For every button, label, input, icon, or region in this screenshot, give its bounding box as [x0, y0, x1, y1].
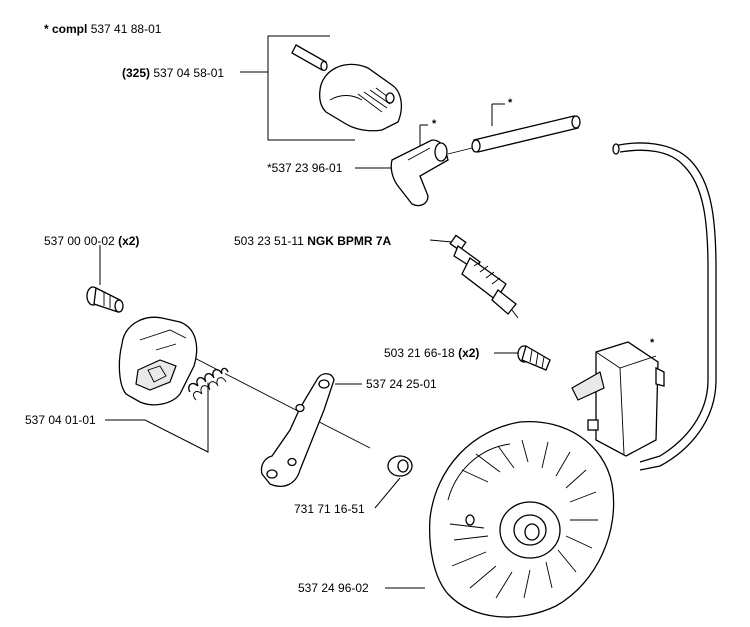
header-number: 537 41 88-01	[90, 22, 162, 36]
washer-part	[387, 455, 413, 477]
washer-label: 731 71 16-51	[294, 502, 365, 516]
washer-number: 731 71 16-51	[294, 502, 365, 516]
screw-pawl-number: 537 00 00-02	[44, 234, 115, 248]
ignition-module-marker: *	[650, 337, 655, 349]
spark-plug-label: 503 23 51-11 NGK BPMR 7A	[234, 234, 391, 248]
flywheel-part	[428, 420, 615, 618]
cap-label: (325) 537 04 58-01	[122, 66, 224, 80]
pawl-part	[118, 316, 198, 406]
header-label: * compl 537 41 88-01	[44, 22, 161, 36]
ht-lead-sleeve-part	[447, 115, 581, 155]
header-marker: * compl	[44, 22, 88, 36]
boot-part	[390, 139, 449, 207]
spark-plug-part	[449, 234, 519, 319]
cap-prefix: (325)	[122, 66, 151, 80]
screw-module-suffix: (x2)	[458, 346, 480, 360]
boot-label: *537 23 96-01	[267, 161, 342, 175]
screw-pawl-label: 537 00 00-02 (x2)	[44, 234, 139, 248]
flywheel-number: 537 24 96-02	[298, 581, 369, 595]
screw-module-label: 503 21 66-18 (x2)	[384, 346, 479, 360]
flywheel-label: 537 24 96-02	[298, 581, 369, 595]
plate-label: 537 24 25-01	[366, 377, 437, 391]
screw-module-number: 503 21 66-18	[384, 346, 455, 360]
screw-module-part	[517, 345, 551, 371]
boot-marker: *	[432, 118, 437, 130]
boot-number: *537 23 96-01	[267, 161, 343, 175]
pin-part	[291, 44, 328, 72]
spring-part	[188, 367, 229, 401]
screw-pawl-suffix: (x2)	[118, 234, 140, 248]
plate-part	[260, 373, 335, 487]
screw-pawl-part	[86, 286, 124, 313]
pawl-number: 537 04 01-01	[25, 413, 96, 427]
cap-cover-part	[319, 63, 403, 132]
ht-lead-marker: *	[508, 97, 513, 109]
pawl-label: 537 04 01-01	[25, 413, 96, 427]
spark-plug-number: 503 23 51-11	[234, 234, 304, 248]
cap-number: 537 04 58-01	[153, 66, 225, 80]
spark-plug-suffix: NGK BPMR 7A	[307, 234, 392, 248]
ignition-module-part	[571, 341, 665, 457]
plate-number: 537 24 25-01	[366, 377, 437, 391]
